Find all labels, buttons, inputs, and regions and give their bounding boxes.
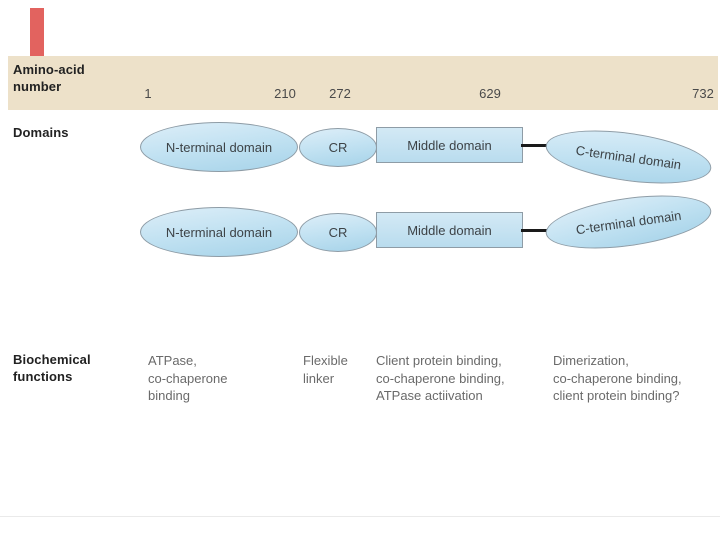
amino-acid-number-band [8, 56, 718, 110]
function-c-terminal: Dimerization, co-chaperone binding, clie… [553, 353, 682, 403]
function-middle-domain: Client protein binding, co-chaperone bin… [376, 353, 505, 403]
aa-number-210: 210 [274, 86, 296, 101]
function-n-terminal: ATPase, co-chaperone binding [148, 353, 228, 403]
accent-bar [30, 8, 44, 56]
domain-connector-line [521, 144, 547, 147]
domains-label: Domains [13, 125, 69, 140]
aa-number-629: 629 [479, 86, 501, 101]
biochemical-functions-label: Biochemical functions [13, 352, 91, 384]
middle-domain-shape: Middle domain [376, 212, 523, 248]
charged-region-shape: CR [299, 213, 377, 252]
c-terminal-domain-shape: C-terminal domain [542, 121, 715, 193]
n-terminal-domain-shape: N-terminal domain [140, 122, 298, 172]
aa-number-1: 1 [144, 86, 152, 101]
amino-acid-number-label: Amino-acid number [13, 62, 85, 94]
aa-number-272: 272 [329, 86, 351, 101]
function-charged-region: Flexible linker [303, 353, 348, 386]
slide-bottom-edge [0, 516, 720, 517]
middle-domain-shape: Middle domain [376, 127, 523, 163]
aa-number-732: 732 [692, 86, 714, 101]
c-terminal-domain-shape: C-terminal domain [542, 186, 715, 258]
n-terminal-domain-shape: N-terminal domain [140, 207, 298, 257]
charged-region-shape: CR [299, 128, 377, 167]
domain-connector-line [521, 229, 547, 232]
